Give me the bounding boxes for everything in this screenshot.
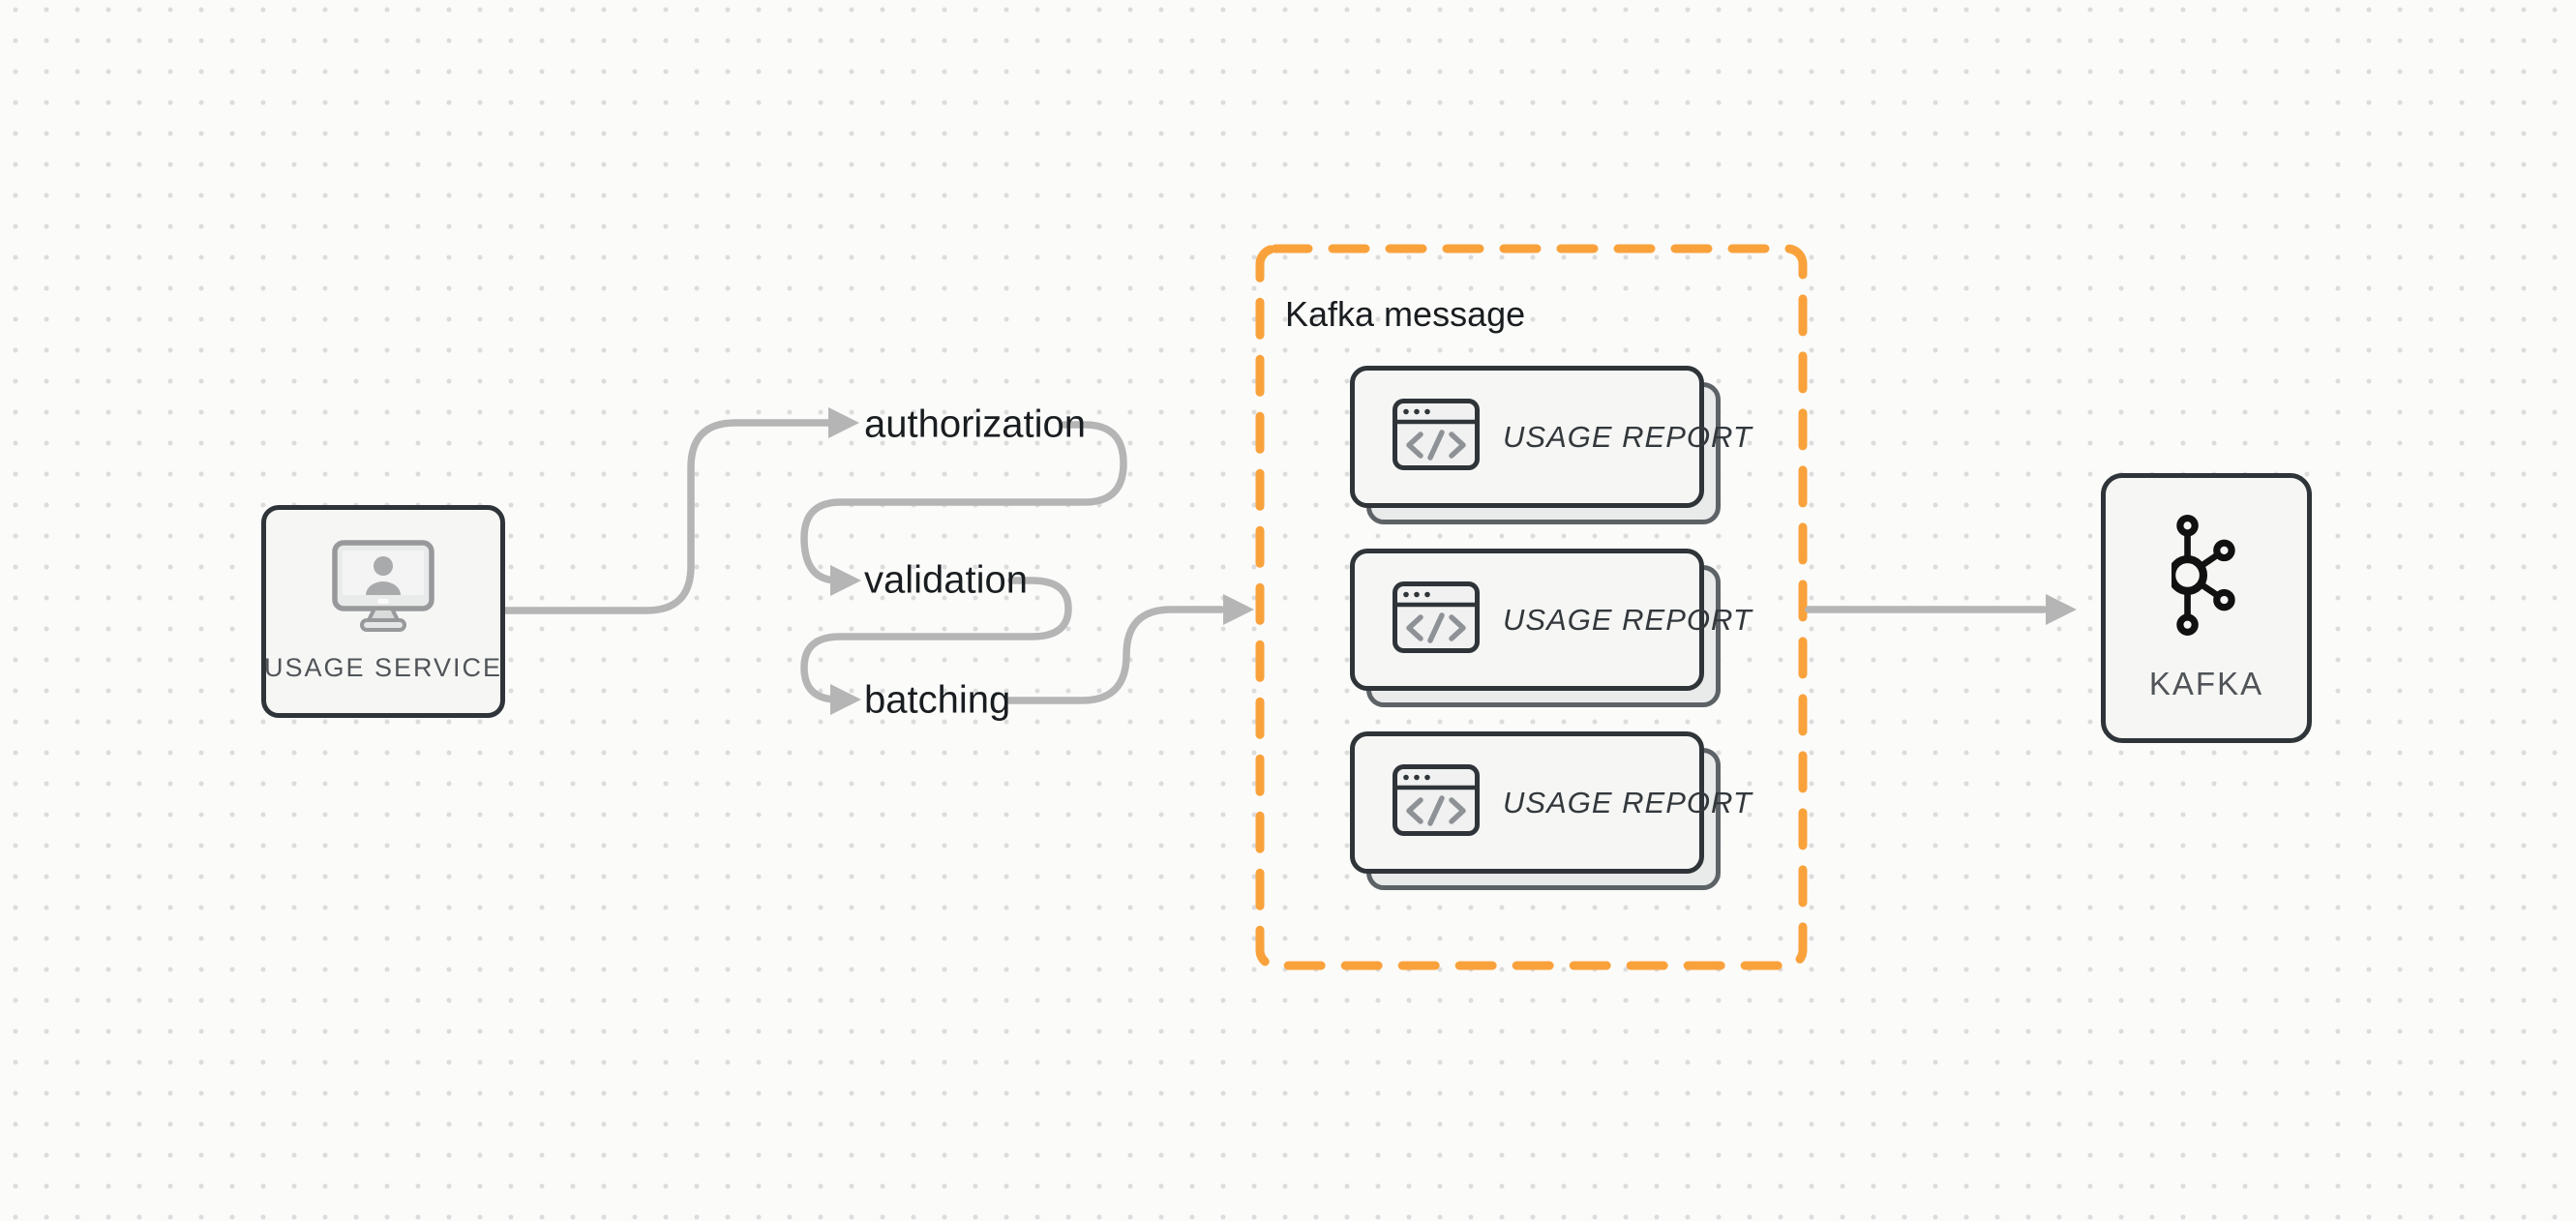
kafka-node: KAFKA <box>2101 473 2312 743</box>
usage-report-label: USAGE REPORT <box>1503 602 1752 637</box>
arrow-head-authorization <box>828 407 859 438</box>
usage-report-label: USAGE REPORT <box>1503 785 1752 819</box>
usage-service-label: USAGE SERVICE <box>263 653 503 682</box>
arrow-head-batching <box>830 684 861 715</box>
monitor-user-icon <box>332 540 434 638</box>
code-window-icon <box>1392 398 1481 476</box>
code-window-icon <box>1392 581 1481 659</box>
edge-authorization-to-validation <box>800 421 1127 584</box>
code-window-icon <box>1392 763 1481 842</box>
usage-report-card: USAGE REPORT <box>1350 731 1752 890</box>
usage-report-card: USAGE REPORT <box>1350 549 1752 707</box>
kafka-message-group-dashed-border <box>1255 244 1808 970</box>
usage-report-label: USAGE REPORT <box>1503 419 1752 454</box>
step-label-validation: validation <box>864 558 1029 602</box>
kafka-logo-icon <box>2168 514 2241 642</box>
kafka-message-group-title: Kafka message <box>1285 294 1526 334</box>
arrow-head-validation <box>830 565 861 596</box>
kafka-label: KAFKA <box>2148 665 2264 701</box>
edge-validation-to-batching <box>800 577 1072 703</box>
arrow-head-kafka <box>2046 594 2077 625</box>
usage-report-card: USAGE REPORT <box>1350 366 1752 524</box>
step-label-authorization: authorization <box>864 402 1087 446</box>
arrow-head-kafka-message-group <box>1223 594 1254 625</box>
edge-usage-service-to-authorization <box>502 419 834 614</box>
step-label-batching: batching <box>864 678 1011 722</box>
edge-batching-to-kafka-message-group <box>1005 606 1225 704</box>
usage-service-node: USAGE SERVICE <box>261 505 505 718</box>
